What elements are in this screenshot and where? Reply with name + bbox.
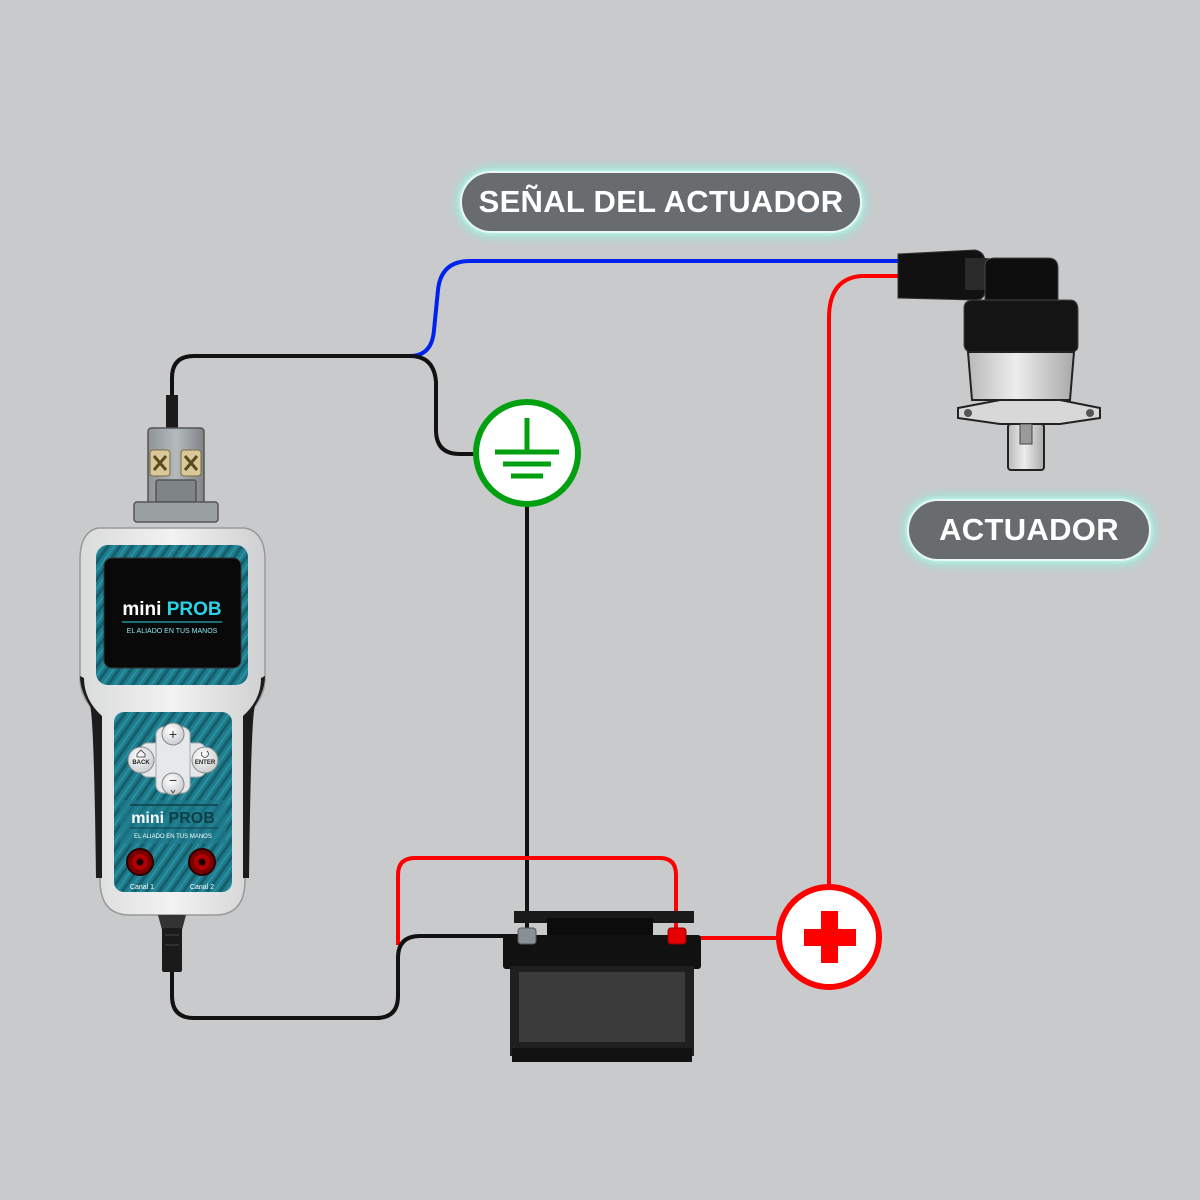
minus-button[interactable] [161, 772, 185, 796]
ground-branch-wire [409, 354, 478, 456]
device-screen-brand: mini PROB [122, 599, 221, 620]
battery-top-red-wire [396, 856, 678, 945]
back-button[interactable] [127, 746, 155, 774]
signal-label: SEÑAL DEL ACTUADOR [460, 171, 862, 233]
positive-plus-icon [776, 884, 882, 990]
channel-2-label: Canal 2 [190, 884, 214, 891]
positive-riser-wire [827, 274, 898, 888]
svg-text:−: − [169, 772, 177, 788]
channel-1-jack[interactable] [126, 848, 154, 876]
enter-button[interactable] [191, 746, 219, 774]
db-connector [133, 427, 219, 523]
keypad-brand: mini PROB [131, 810, 215, 827]
battery-negative-terminal [517, 927, 537, 945]
device-ground-wire [170, 934, 525, 1020]
battery-positive-terminal [667, 927, 687, 945]
battery [503, 911, 701, 1062]
dpad: + − BACK ENTER [127, 722, 219, 796]
channel-2-jack[interactable] [188, 848, 216, 876]
signal-wire-blue [409, 259, 900, 358]
probe-cable [170, 354, 410, 400]
plus-button[interactable] [161, 722, 185, 746]
refresh-icon [201, 750, 209, 758]
home-icon [136, 749, 146, 758]
ground-icon [473, 399, 581, 507]
wires [170, 259, 900, 1020]
svg-text:BACK: BACK [132, 760, 150, 766]
actuator [897, 249, 1101, 471]
miniprob-device: mini PROB EL ALIADO EN TUS MANOS + − BAC… [79, 395, 266, 972]
svg-text:+: + [169, 726, 177, 742]
keypad-tagline: EL ALIADO EN TUS MANOS [134, 834, 212, 840]
device-screen-tagline: EL ALIADO EN TUS MANOS [127, 628, 218, 635]
svg-text:ENTER: ENTER [195, 760, 216, 766]
actuator-label: ACTUADOR [907, 499, 1151, 561]
channel-1-label: Canal 1 [130, 884, 154, 891]
